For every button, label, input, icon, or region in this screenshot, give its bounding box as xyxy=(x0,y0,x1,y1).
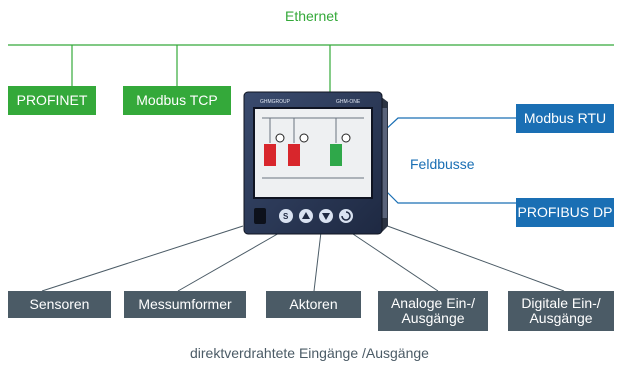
gauge-icon-3 xyxy=(341,133,351,143)
wire-digitale xyxy=(381,223,565,292)
fieldbus-line-profibus xyxy=(383,188,516,204)
screen-pipework xyxy=(262,117,364,179)
protocol-profinet: PROFINET xyxy=(8,86,96,115)
io-analoge-line2: Ausgänge xyxy=(401,310,465,326)
wire-sensoren xyxy=(41,225,244,292)
device-model: GHM-ONE xyxy=(336,99,361,105)
wire-messumformer xyxy=(177,227,289,292)
io-sensoren: Sensoren xyxy=(8,291,111,318)
device-button-s xyxy=(279,209,293,223)
device-illustration: GHMGROUP GHM-ONE S xyxy=(243,91,388,235)
gauge-icon-2 xyxy=(299,133,309,143)
return-icon xyxy=(341,211,351,221)
device-button-s-label: S xyxy=(283,212,289,221)
io-analoge: Analoge Ein-/ Ausgänge xyxy=(378,291,488,331)
wire-analoge xyxy=(349,231,439,292)
gauge-icon-1 xyxy=(275,133,285,143)
protocol-modbus-tcp: Modbus TCP xyxy=(123,86,231,115)
arrow-down-icon xyxy=(322,213,330,220)
wiring-label: direktverdrahtete Eingänge /Ausgänge xyxy=(190,345,429,361)
wire-aktoren xyxy=(313,231,322,292)
io-aktoren: Aktoren xyxy=(266,291,361,318)
ethernet-label: Ethernet xyxy=(285,8,338,24)
io-digitale: Digitale Ein-/ Ausgänge xyxy=(508,291,614,331)
protocol-profibus-dp: PROFIBUS DP xyxy=(516,198,614,227)
valve-icon-green xyxy=(330,144,342,166)
arrow-up-icon xyxy=(302,212,310,219)
device-usb-port xyxy=(254,208,266,224)
valve-icon-red-1 xyxy=(264,144,276,166)
device-button-return xyxy=(339,209,353,223)
io-messumformer: Messumformer xyxy=(124,291,246,318)
protocol-modbus-rtu: Modbus RTU xyxy=(516,104,614,133)
device-brand: GHMGROUP xyxy=(260,99,291,105)
valve-icon-red-2 xyxy=(288,144,300,166)
io-digitale-line1: Digitale Ein-/ xyxy=(521,295,601,311)
io-digitale-line2: Ausgänge xyxy=(529,310,593,326)
io-analoge-line1: Analoge Ein-/ xyxy=(390,295,476,311)
fieldbus-line-modbus-rtu xyxy=(383,117,516,132)
device-side-fins xyxy=(381,108,387,218)
fieldbus-label: Feldbusse xyxy=(410,156,475,172)
